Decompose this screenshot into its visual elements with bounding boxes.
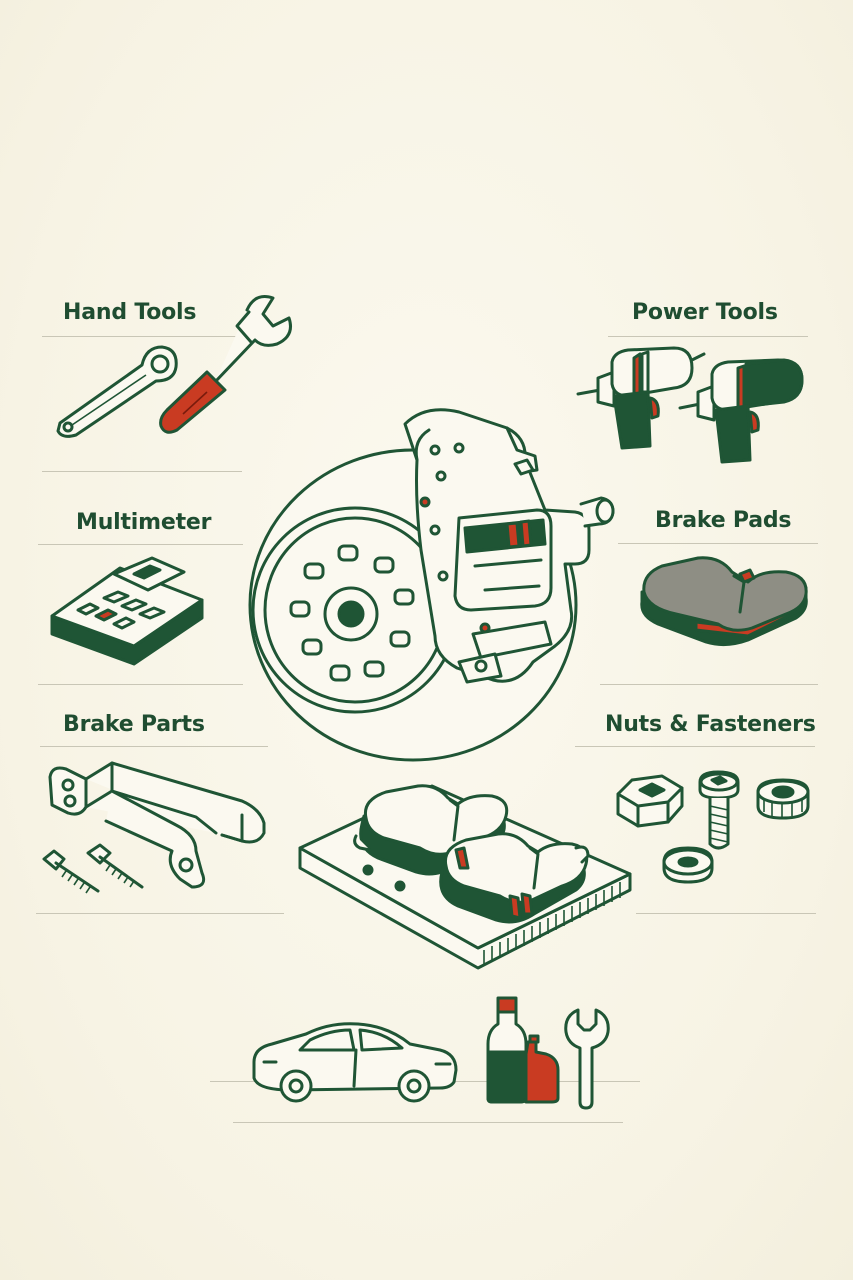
label-hand-tools: Hand Tools bbox=[63, 300, 197, 325]
rule-brake-parts-top bbox=[40, 746, 268, 747]
car-icon bbox=[252, 1022, 458, 1103]
hub-holes bbox=[289, 544, 415, 682]
label-nuts-fasteners: Nuts & Fasteners bbox=[605, 712, 816, 737]
brake-pads-on-board-icon bbox=[298, 784, 632, 970]
multimeter-icon bbox=[50, 556, 204, 666]
rule-bottom-outer bbox=[233, 1122, 623, 1123]
rule-power-tools-top bbox=[608, 336, 808, 337]
washer-icon bbox=[662, 846, 714, 884]
bolt-icon bbox=[698, 770, 740, 850]
label-multimeter: Multimeter bbox=[76, 510, 212, 535]
label-power-tools: Power Tools bbox=[632, 300, 778, 325]
flange-nut-icon bbox=[756, 778, 810, 820]
rule-multimeter-bottom bbox=[38, 684, 243, 685]
hex-nut-icon bbox=[616, 774, 684, 828]
wrench-icon bbox=[564, 1008, 610, 1110]
impact-drill-icon bbox=[678, 358, 804, 464]
ring-spanner-icon bbox=[56, 345, 178, 438]
impact-drill-icon bbox=[576, 346, 706, 450]
rule-brake-pads-top bbox=[618, 543, 818, 544]
rule-hand-tools-top bbox=[42, 336, 242, 337]
rule-multimeter-top bbox=[38, 544, 243, 545]
label-brake-parts: Brake Parts bbox=[63, 712, 205, 737]
rule-nuts-fasteners-bottom bbox=[636, 913, 816, 914]
brake-disc-caliper-icon bbox=[248, 408, 615, 762]
brake-pad-set-icon bbox=[640, 556, 808, 647]
label-brake-pads: Brake Pads bbox=[655, 508, 792, 533]
brake-fluid-bottle-icon bbox=[486, 996, 560, 1104]
brake-bracket-icon bbox=[48, 761, 266, 889]
rule-brake-parts-bottom bbox=[36, 913, 284, 914]
rule-nuts-fasteners-top bbox=[575, 746, 815, 747]
bolt-icon bbox=[42, 843, 144, 894]
rule-brake-pads-bottom bbox=[600, 684, 818, 685]
adjustable-wrench-icon bbox=[159, 295, 292, 434]
rule-hand-tools-bottom bbox=[42, 471, 242, 472]
